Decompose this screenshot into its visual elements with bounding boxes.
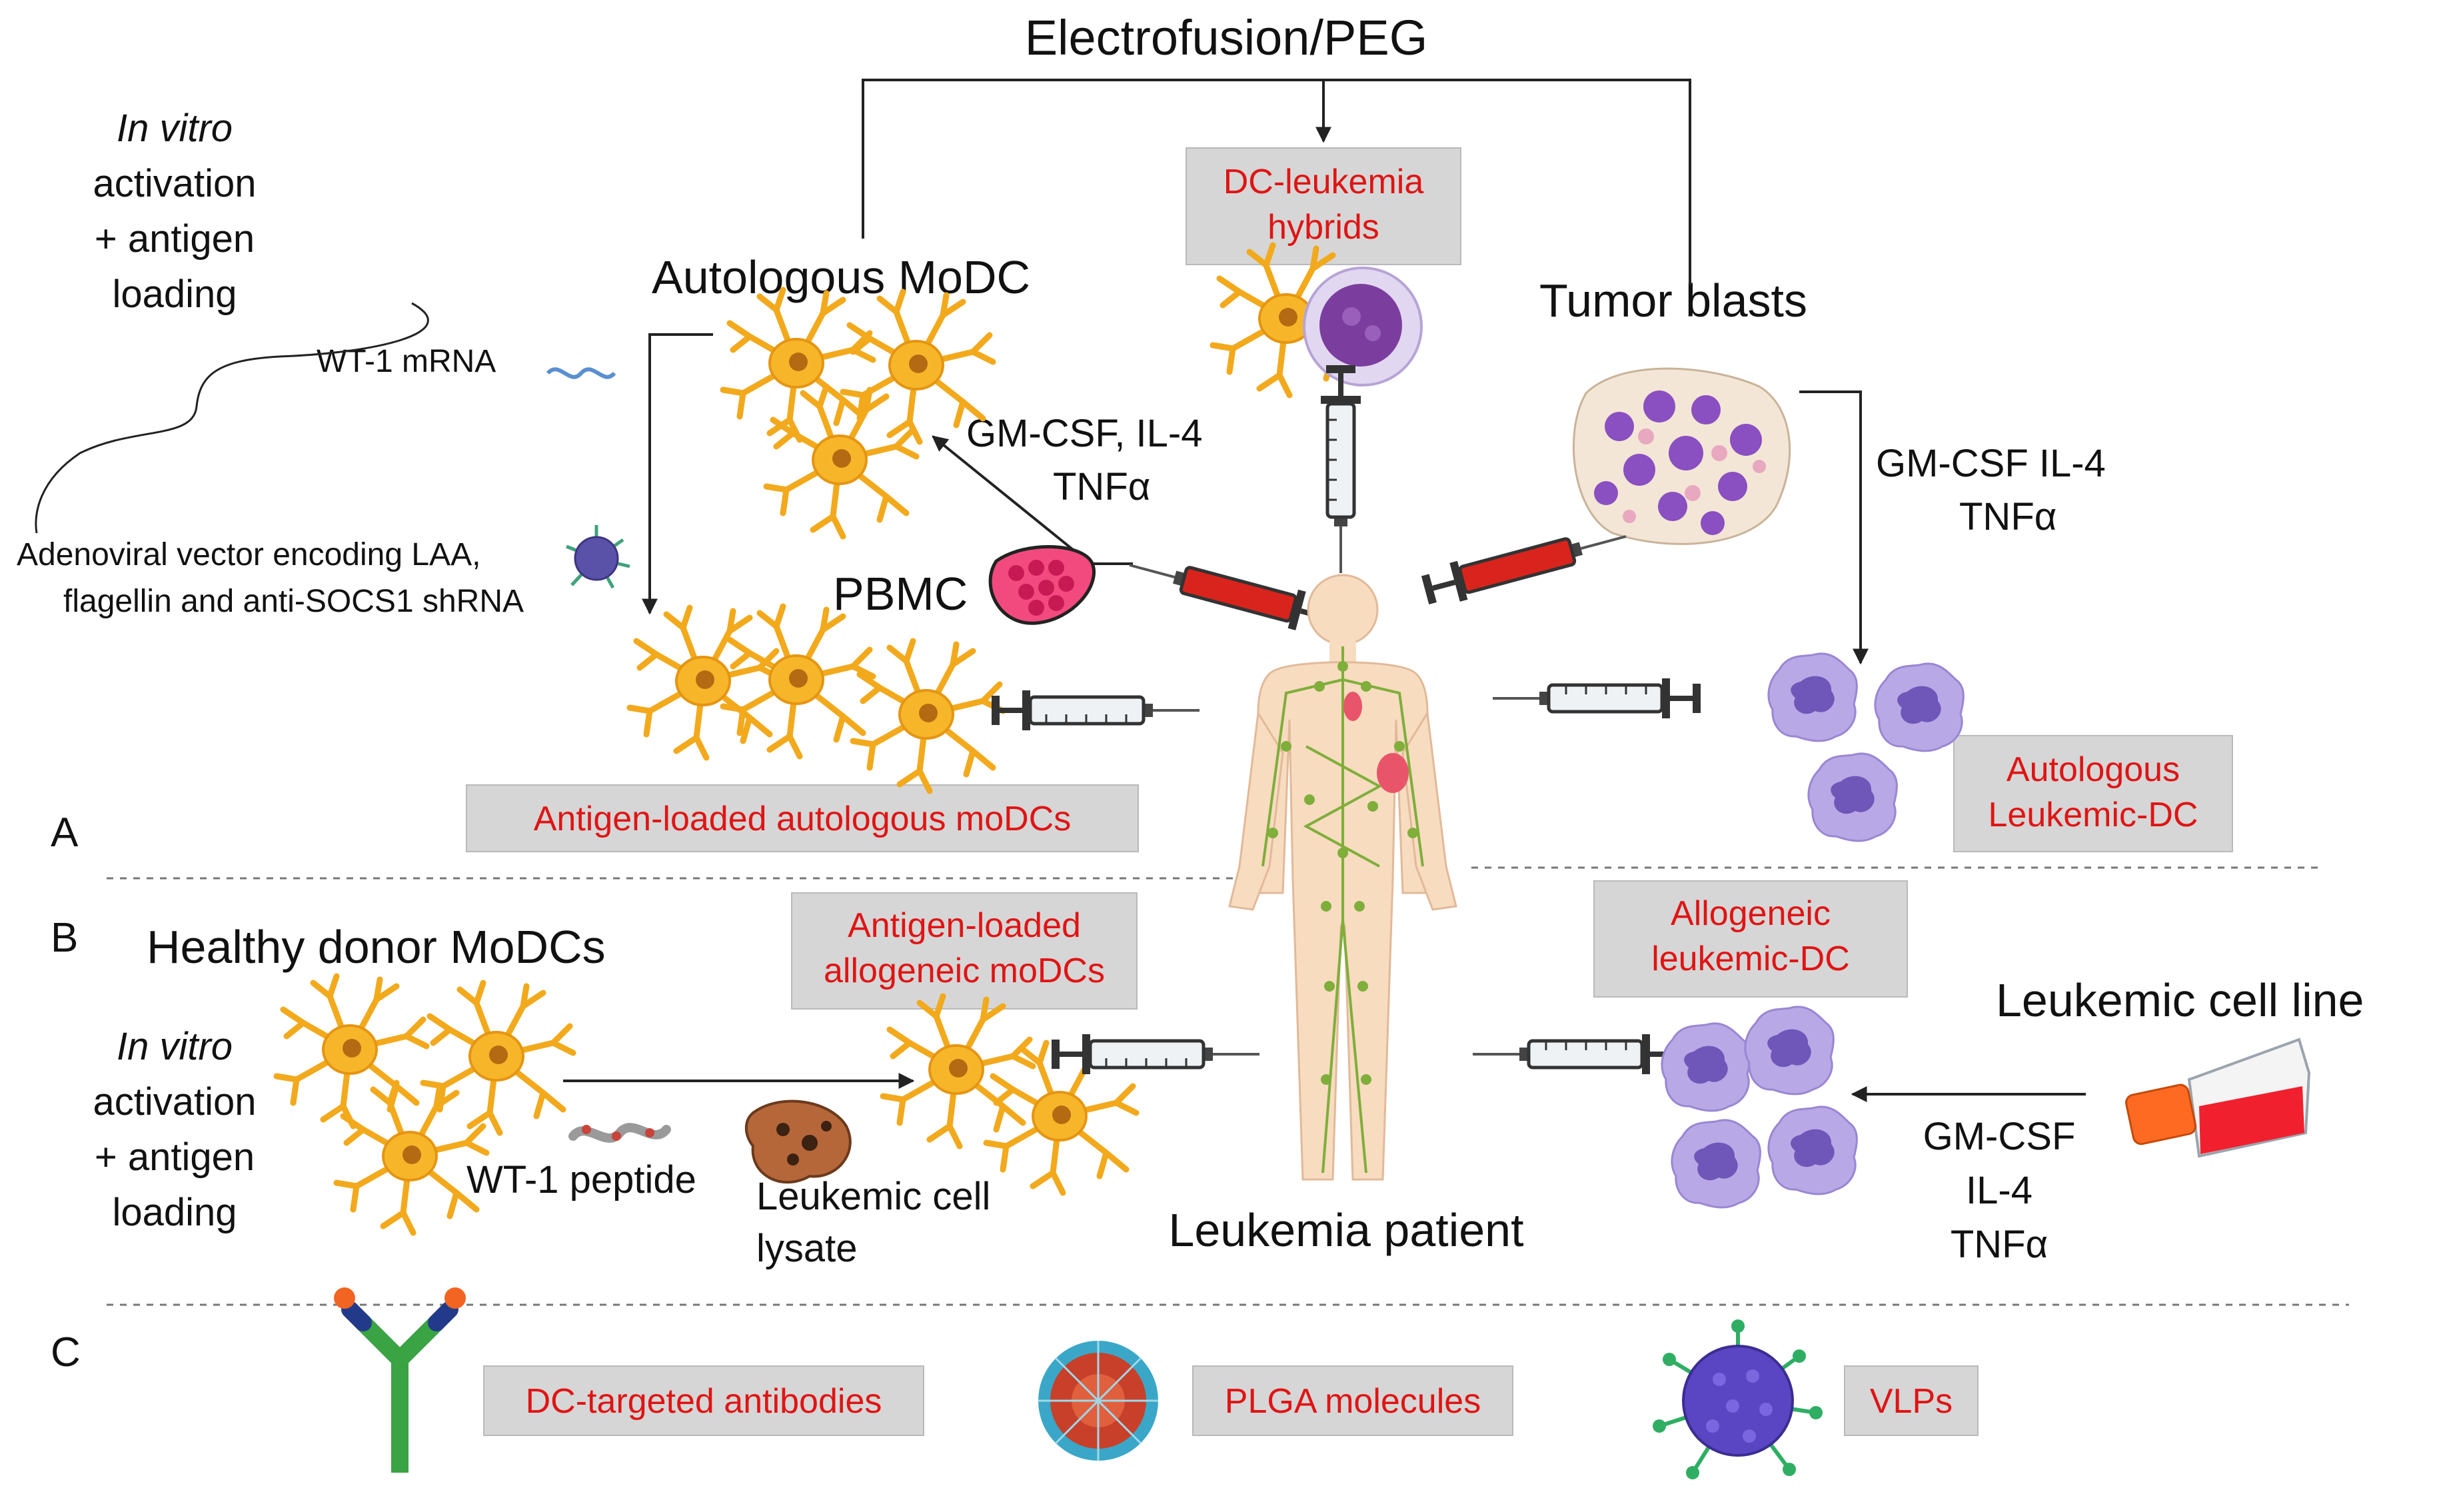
pbmc-icon — [988, 545, 1133, 625]
svg-text:lysate: lysate — [756, 1227, 858, 1270]
syringe-icon — [1321, 365, 1361, 573]
in-vitro-label-a: In vitro activation + antigen loading — [93, 107, 256, 316]
svg-text:VLPs: VLPs — [1870, 1382, 1953, 1421]
leukemic-dc-icon — [1744, 1006, 1835, 1096]
svg-text:PLGA molecules: PLGA molecules — [1225, 1382, 1481, 1421]
panel-label-b: B — [51, 915, 78, 961]
svg-text:+ antigen: + antigen — [95, 217, 255, 261]
box-plga-molecules: PLGA molecules — [1192, 1365, 1513, 1436]
leukemic-lysate-label: Leukemic cell lysate — [756, 1175, 990, 1270]
electrofusion-bracket — [862, 79, 1691, 285]
svg-text:GM-CSF: GM-CSF — [1923, 1115, 2076, 1158]
arrow-modc-to-loaded — [642, 333, 713, 615]
svg-text:loading: loading — [112, 273, 237, 316]
tumor-blasts-label: Tumor blasts — [1539, 275, 1807, 327]
plga-particle-icon — [1038, 1341, 1158, 1461]
svg-text:In vitro: In vitro — [117, 107, 233, 150]
diagram-title: Electrofusion/PEG — [1025, 10, 1428, 65]
autologous-modc-label: Autologous MoDC — [652, 251, 1030, 303]
svg-text:+ antigen: + antigen — [95, 1135, 255, 1179]
arrow-blasts-to-leukemic-dc — [1799, 390, 1869, 665]
box-antigen-loaded-allogeneic: Antigen-loaded allogeneic moDCs — [791, 892, 1138, 1010]
dendritic-cell-icon — [723, 290, 873, 440]
svg-text:loading: loading — [112, 1191, 237, 1234]
in-vitro-label-b: In vitro activation + antigen loading — [93, 1025, 256, 1234]
syringe-icon — [1493, 678, 1701, 718]
svg-text:In vitro: In vitro — [117, 1025, 233, 1068]
svg-text:DC-leukemia: DC-leukemia — [1223, 163, 1424, 201]
svg-text:activation: activation — [93, 162, 256, 205]
leukemic-dc-icon — [1767, 652, 1858, 742]
adenoviral-vector-label: Adenoviral vector encoding LAA, flagelli… — [17, 537, 524, 619]
panel-label-c: C — [51, 1329, 81, 1375]
svg-text:Antigen-loaded autologous moDC: Antigen-loaded autologous moDCs — [534, 800, 1072, 838]
lysate-icon — [744, 1100, 852, 1184]
cytokines-label-mid: GM-CSF, IL-4 TNFα — [966, 412, 1203, 508]
dendritic-cell-icon — [423, 983, 573, 1133]
box-antigen-loaded-autologous: Antigen-loaded autologous moDCs — [466, 784, 1139, 852]
svg-text:Adenoviral vector encoding LAA: Adenoviral vector encoding LAA, — [17, 537, 480, 572]
mrna-icon — [546, 367, 616, 379]
syringe-icon — [1052, 1034, 1259, 1074]
panel-label-a: A — [51, 810, 79, 856]
dendritic-cell-icon — [853, 641, 1003, 791]
syringe-icon — [1124, 546, 1335, 638]
cytokines-label-b: GM-CSF IL-4 TNFα — [1923, 1115, 2076, 1266]
hybrid-cell-icon — [1213, 245, 1423, 395]
dendritic-cell-icon — [630, 608, 780, 758]
box-dc-targeted-antibodies: DC-targeted antibodies — [483, 1365, 924, 1436]
culture-flask-icon — [2125, 1038, 2311, 1158]
box-dc-leukemia-hybrids: DC-leukemia hybrids — [1186, 147, 1461, 265]
dendritic-cell-icon — [277, 976, 426, 1126]
pbmc-label: PBMC — [833, 568, 968, 620]
svg-text:GM-CSF IL-4: GM-CSF IL-4 — [1876, 442, 2106, 485]
svg-text:TNFα: TNFα — [1959, 495, 2056, 538]
svg-text:TNFα: TNFα — [1951, 1223, 2048, 1266]
leukemic-cell-line-label: Leukemic cell line — [1996, 974, 2364, 1026]
cytokines-label-right: GM-CSF IL-4 TNFα — [1876, 442, 2106, 538]
svg-text:IL-4: IL-4 — [1966, 1169, 2033, 1212]
wt1-mrna-label: WT-1 mRNA — [317, 344, 496, 379]
healthy-donor-label: Healthy donor MoDCs — [147, 921, 606, 973]
antibody-icon — [334, 1287, 466, 1473]
svg-text:leukemic-DC: leukemic-DC — [1651, 940, 1850, 978]
syringe-icon — [1420, 517, 1631, 610]
dendritic-cell-icon — [337, 1083, 486, 1233]
box-allogeneic-leukemic-dc: Allogeneic leukemic-DC — [1593, 880, 1908, 998]
box-autologous-leukemic-dc: Autologous Leukemic-DC — [1953, 735, 2233, 852]
svg-text:GM-CSF, IL-4: GM-CSF, IL-4 — [966, 412, 1203, 455]
svg-text:flagellin and anti-SOCS1 shRNA: flagellin and anti-SOCS1 shRNA — [63, 584, 524, 619]
tumor-blasts-icon — [1572, 367, 1791, 545]
box-vlps: VLPs — [1844, 1365, 1979, 1436]
vlp-icon — [1653, 1319, 1823, 1479]
patient-body-icon — [1228, 574, 1457, 1181]
peptide-icon — [568, 1123, 671, 1143]
svg-text:Leukemic-DC: Leukemic-DC — [1989, 796, 2198, 834]
dendritic-cell-icon — [883, 996, 1033, 1146]
svg-text:DC-targeted antibodies: DC-targeted antibodies — [526, 1382, 882, 1421]
svg-text:hybrids: hybrids — [1267, 208, 1379, 247]
leukemic-dc-icon — [1767, 1106, 1858, 1195]
svg-text:Allogeneic: Allogeneic — [1671, 894, 1831, 933]
leukemia-patient-label: Leukemia patient — [1168, 1204, 1523, 1256]
arrow-pbmc-to-modc — [932, 435, 1091, 564]
in-vitro-curve — [35, 302, 429, 534]
syringe-icon — [992, 690, 1200, 730]
leukemic-dc-icon — [1807, 752, 1898, 842]
leukemic-dc-icon — [1661, 1022, 1751, 1112]
adenovirus-icon — [566, 525, 630, 589]
svg-text:Autologous: Autologous — [2007, 750, 2180, 789]
leukemic-dc-icon — [1671, 1119, 1761, 1209]
leukemic-dc-icon — [1874, 662, 1965, 752]
svg-text:Antigen-loaded: Antigen-loaded — [848, 906, 1081, 945]
svg-text:TNFα: TNFα — [1053, 465, 1150, 508]
svg-text:activation: activation — [93, 1080, 256, 1124]
syringe-icon — [1473, 1034, 1681, 1074]
svg-text:allogeneic moDCs: allogeneic moDCs — [824, 952, 1105, 990]
wt1-peptide-label: WT-1 peptide — [466, 1158, 696, 1201]
